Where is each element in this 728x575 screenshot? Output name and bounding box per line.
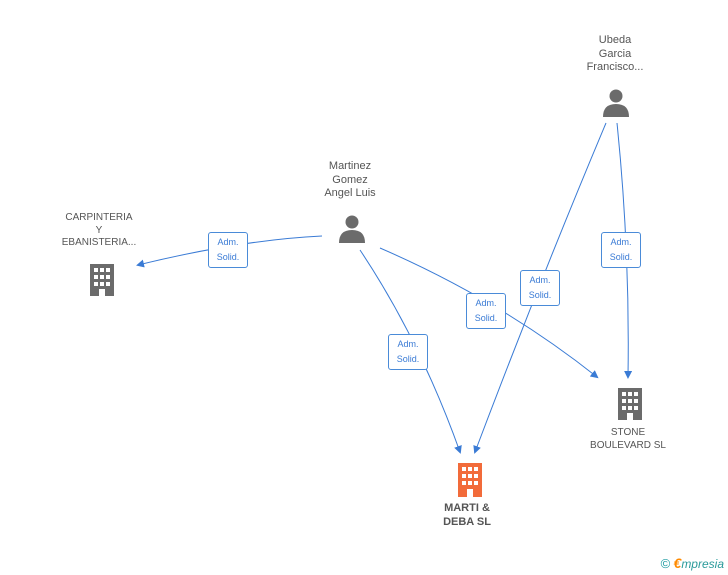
edge-label-line: Solid. [396, 354, 420, 364]
person-ubeda-name-line: Francisco... [586, 61, 644, 73]
person-martinez-name-line: Gomez [332, 173, 368, 186]
edge-label-martinez-stone[interactable]: Adm. Solid. [466, 293, 506, 329]
company-stone-name[interactable]: STONE BOULEVARD SL [590, 427, 666, 452]
edge-label-line: Solid. [474, 313, 498, 323]
person-ubeda-name-line: Garcia [598, 47, 632, 60]
brand-name: mpresia [681, 557, 724, 571]
empresia-logo: © €mpresia [661, 555, 724, 571]
edge-label-martinez-carpinteria[interactable]: Adm. Solid. [208, 232, 248, 268]
edge-label-ubeda-marti[interactable]: Adm. Solid. [520, 270, 560, 306]
company-marti-name[interactable]: MARTI & DEBA SL [443, 502, 491, 529]
company-stone-name-line: STONE [610, 427, 646, 438]
edge-label-line: Adm. [217, 237, 239, 247]
edge-label-line: Solid. [216, 252, 240, 262]
person-martinez-name-line: Martinez [328, 160, 372, 172]
company-carpinteria-name[interactable]: CARPINTERIA Y EBANISTERIA... [62, 212, 136, 250]
edge-label-line: Adm. [529, 275, 551, 285]
edge-label-line: Adm. [397, 339, 419, 349]
edge-label-ubeda-stone[interactable]: Adm. Solid. [601, 232, 641, 268]
building-icon[interactable] [454, 461, 486, 497]
person-martinez-name[interactable]: Martinez Gomez Angel Luis [324, 160, 375, 201]
person-ubeda-name-line: Ubeda [598, 34, 632, 46]
company-carpinteria-name-line: Y [95, 224, 103, 236]
company-carpinteria-name-line: CARPINTERIA [65, 212, 133, 223]
person-ubeda-name[interactable]: Ubeda Garcia Francisco... [587, 34, 644, 75]
building-icon[interactable] [614, 386, 646, 420]
edge-label-line: Solid. [528, 290, 552, 300]
company-carpinteria-name-line: EBANISTERIA... [61, 237, 137, 248]
copyright-icon: © [660, 556, 671, 571]
company-marti-name-line: DEBA SL [443, 515, 491, 528]
company-stone-name-line: BOULEVARD SL [590, 439, 666, 451]
company-marti-name-line: MARTI & [444, 502, 490, 514]
person-icon[interactable] [338, 214, 366, 244]
brand-initial: € [673, 555, 682, 571]
edge-label-martinez-marti[interactable]: Adm. Solid. [388, 334, 428, 370]
building-icon[interactable] [86, 262, 118, 296]
edge-label-line: Adm. [610, 237, 632, 247]
edge-label-line: Adm. [475, 298, 497, 308]
person-martinez-name-line: Angel Luis [324, 187, 376, 199]
person-icon[interactable] [602, 88, 630, 118]
edge-label-line: Solid. [609, 252, 633, 262]
